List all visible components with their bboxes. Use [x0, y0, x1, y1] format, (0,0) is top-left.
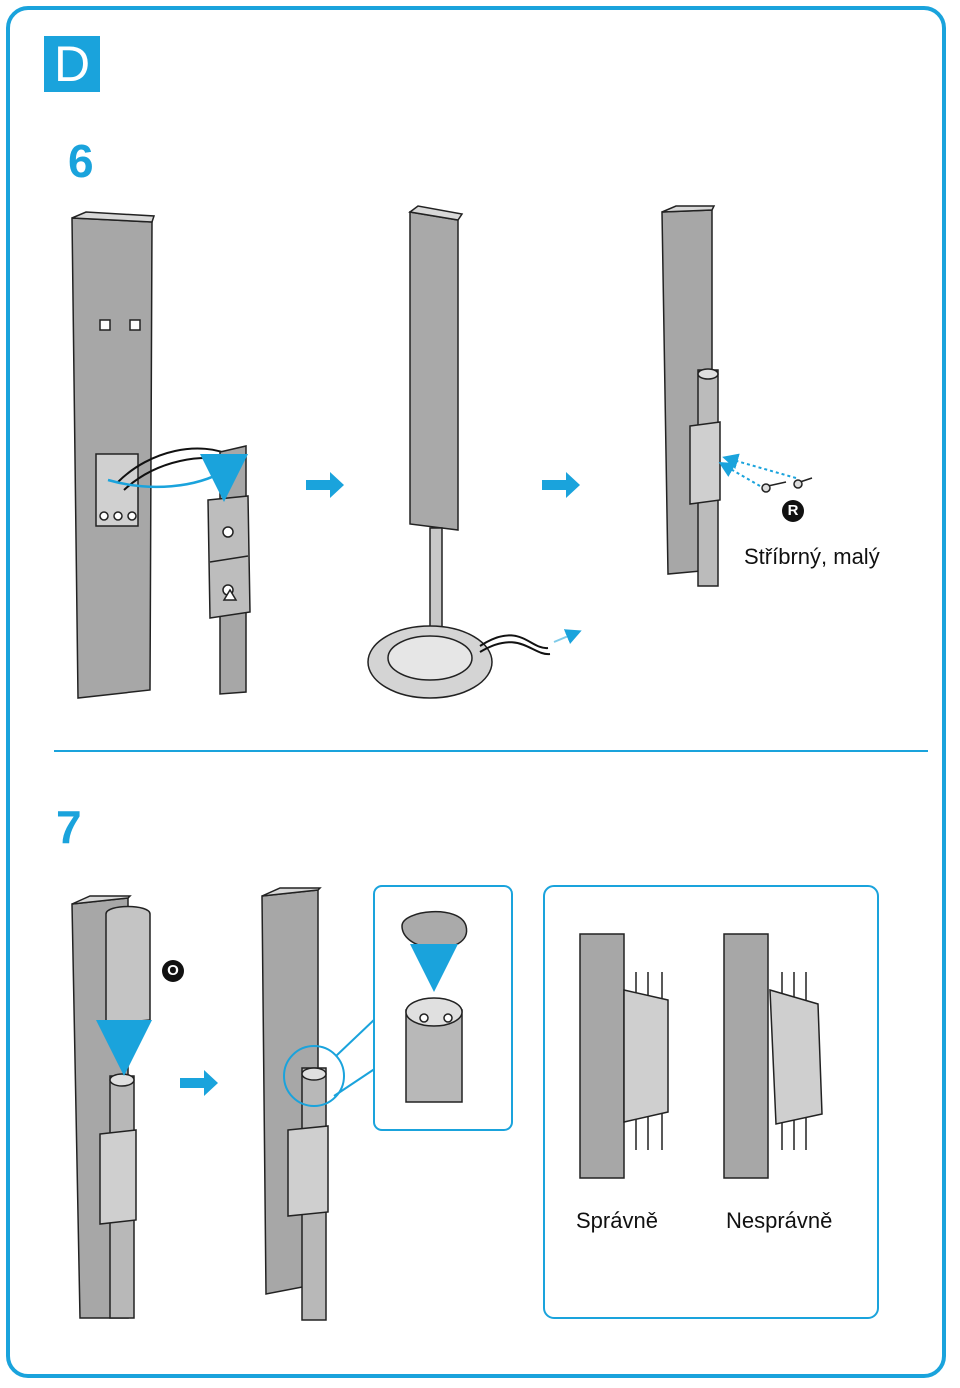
step-6-number: 6	[68, 135, 94, 187]
correct-label: Správně	[576, 1208, 658, 1233]
speaker-with-cap-left	[71, 895, 151, 1319]
step-7-number: 7	[56, 801, 82, 853]
speaker-with-pole-top	[261, 887, 329, 1321]
section-badge: D	[44, 36, 100, 92]
next-arrow-1	[306, 472, 344, 498]
zoom-connector-bottom	[333, 1067, 377, 1097]
assembled-speaker-on-stand	[367, 205, 551, 699]
speaker-back-panel	[71, 211, 156, 699]
step-divider	[54, 750, 928, 752]
stand-pole-with-bracket	[207, 445, 251, 695]
screw-caption: Stříbrný, malý	[744, 544, 880, 569]
cable-out-arrow	[553, 629, 582, 644]
zoom-detail-parts	[401, 911, 468, 1103]
screw-arrow-2	[722, 453, 797, 479]
incorrect-example	[723, 933, 823, 1179]
zoom-circle	[283, 1045, 345, 1107]
screw-icons	[761, 477, 813, 493]
zoom-connector-top	[335, 1017, 377, 1057]
speaker-side-with-bracket	[661, 205, 721, 587]
next-arrow-3	[180, 1070, 218, 1096]
next-arrow-2	[542, 472, 580, 498]
correct-example	[579, 933, 669, 1179]
part-badge-o: O	[162, 960, 184, 982]
incorrect-label: Nesprávně	[726, 1208, 833, 1233]
screw-arrow-1	[718, 461, 761, 487]
part-badge-r: R	[782, 500, 804, 522]
page-frame	[6, 6, 946, 1378]
